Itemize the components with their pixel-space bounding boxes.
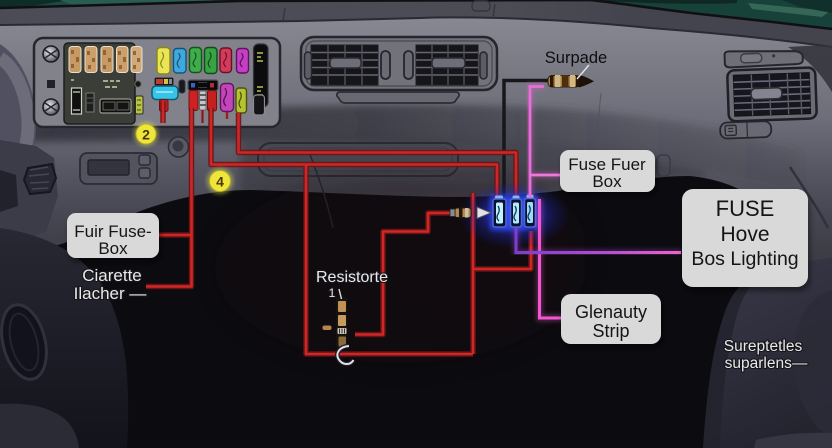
svg-text:Hove: Hove xyxy=(720,223,769,246)
svg-text:suparlens—: suparlens— xyxy=(725,355,808,372)
svg-text:Fuir Fuse-: Fuir Fuse- xyxy=(74,222,151,241)
svg-text:Resistorte: Resistorte xyxy=(316,269,388,286)
svg-text:FUSE: FUSE xyxy=(716,196,775,221)
svg-text:1: 1 xyxy=(329,286,336,300)
svg-text:Bos Lighting: Bos Lighting xyxy=(691,248,798,270)
svg-text:Ilacher —: Ilacher — xyxy=(74,284,147,303)
svg-text:4: 4 xyxy=(216,174,224,190)
svg-text:Box: Box xyxy=(98,239,128,258)
svg-text:Box: Box xyxy=(592,172,622,191)
svg-text:Fuse Fuer: Fuse Fuer xyxy=(568,155,646,174)
svg-text:Surpade: Surpade xyxy=(545,49,607,67)
svg-text:Sureptetles: Sureptetles xyxy=(724,338,803,355)
svg-text:Glenauty: Glenauty xyxy=(575,302,647,322)
svg-text:Ciarette: Ciarette xyxy=(82,266,142,285)
svg-text:2: 2 xyxy=(142,127,150,143)
svg-text:Strip: Strip xyxy=(592,321,629,341)
